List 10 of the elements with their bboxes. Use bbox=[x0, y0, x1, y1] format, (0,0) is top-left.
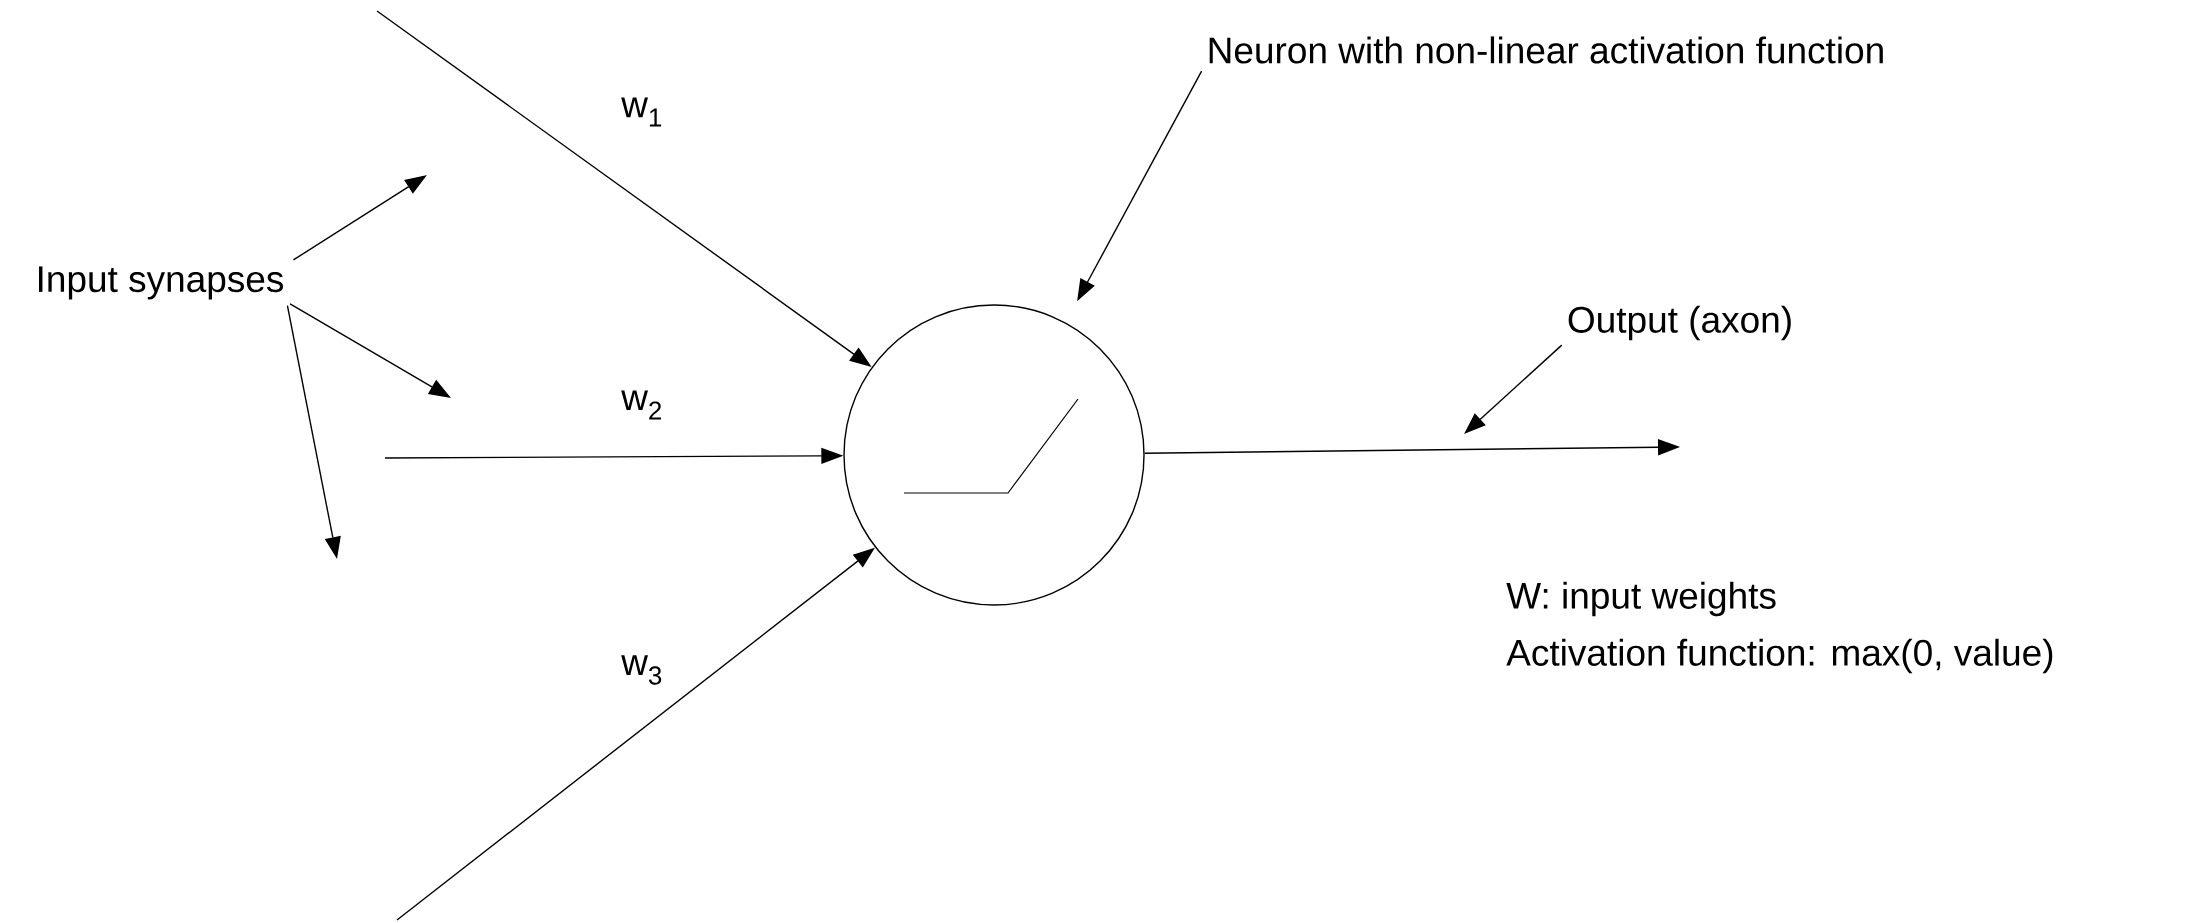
edge-label: w$_{2}$ bbox=[619, 388, 665, 422]
text-label: Neuron with non-linear activation function bbox=[1209, 36, 1883, 64]
edge-label: w$_{1}$ bbox=[619, 95, 665, 129]
leader-arrow bbox=[1464, 344, 1563, 434]
neuron-circle bbox=[843, 304, 1145, 606]
note-text: Activation function: max(0, value) bbox=[1506, 638, 2053, 674]
note-text: W: input weights bbox=[1506, 581, 1776, 617]
edge-label: w$_{3}$ bbox=[619, 653, 665, 687]
text-label: Input synapses bbox=[39, 266, 284, 300]
text-label: Output (axon) bbox=[1568, 305, 1791, 341]
